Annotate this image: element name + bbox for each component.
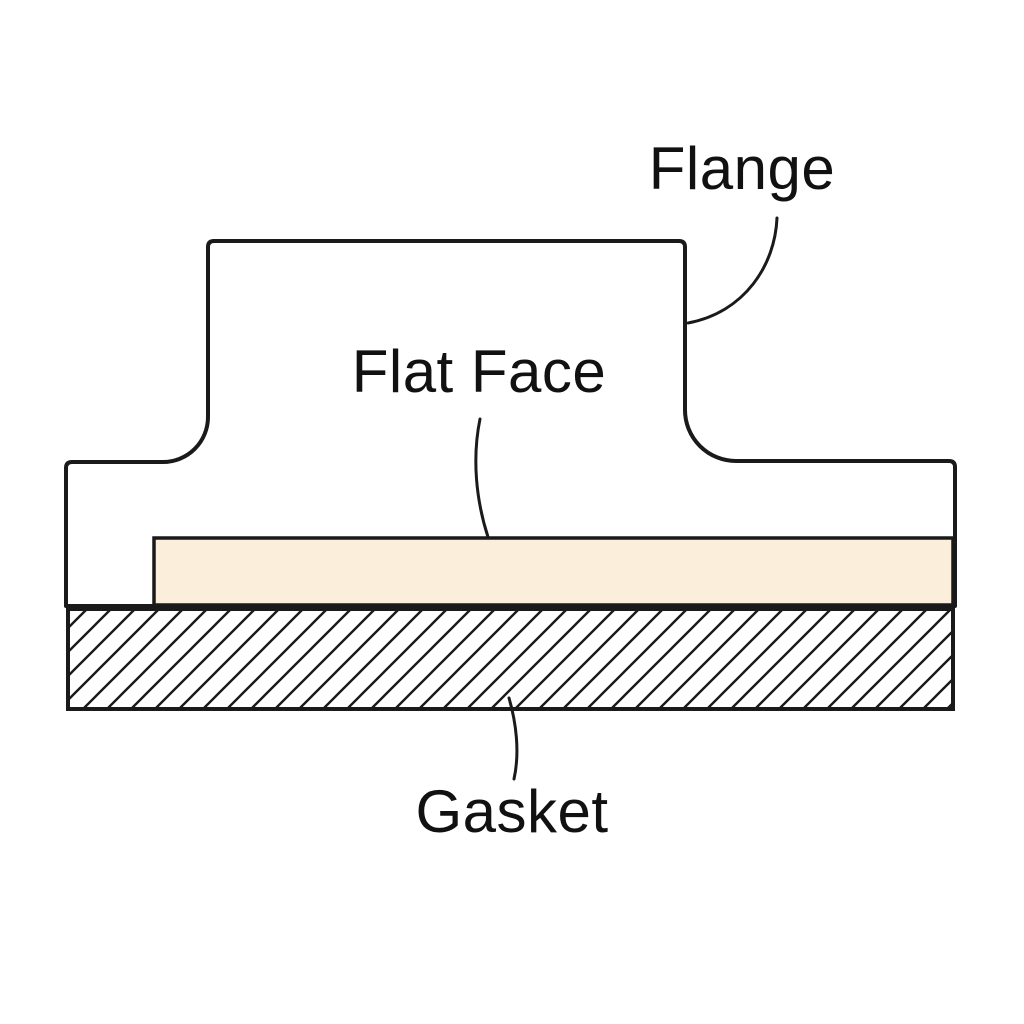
gasket-label: Gasket — [415, 778, 609, 845]
flange-leader-line — [686, 216, 779, 325]
flat-face-leader-line — [474, 417, 490, 539]
flange-label: Flange — [648, 135, 836, 202]
gasket-shape — [66, 607, 955, 711]
flat-face-shape — [152, 536, 955, 607]
gasket-leader-line — [507, 696, 519, 781]
flat-face-label: Flat Face — [351, 338, 607, 405]
flange-body-shape — [64, 239, 957, 608]
